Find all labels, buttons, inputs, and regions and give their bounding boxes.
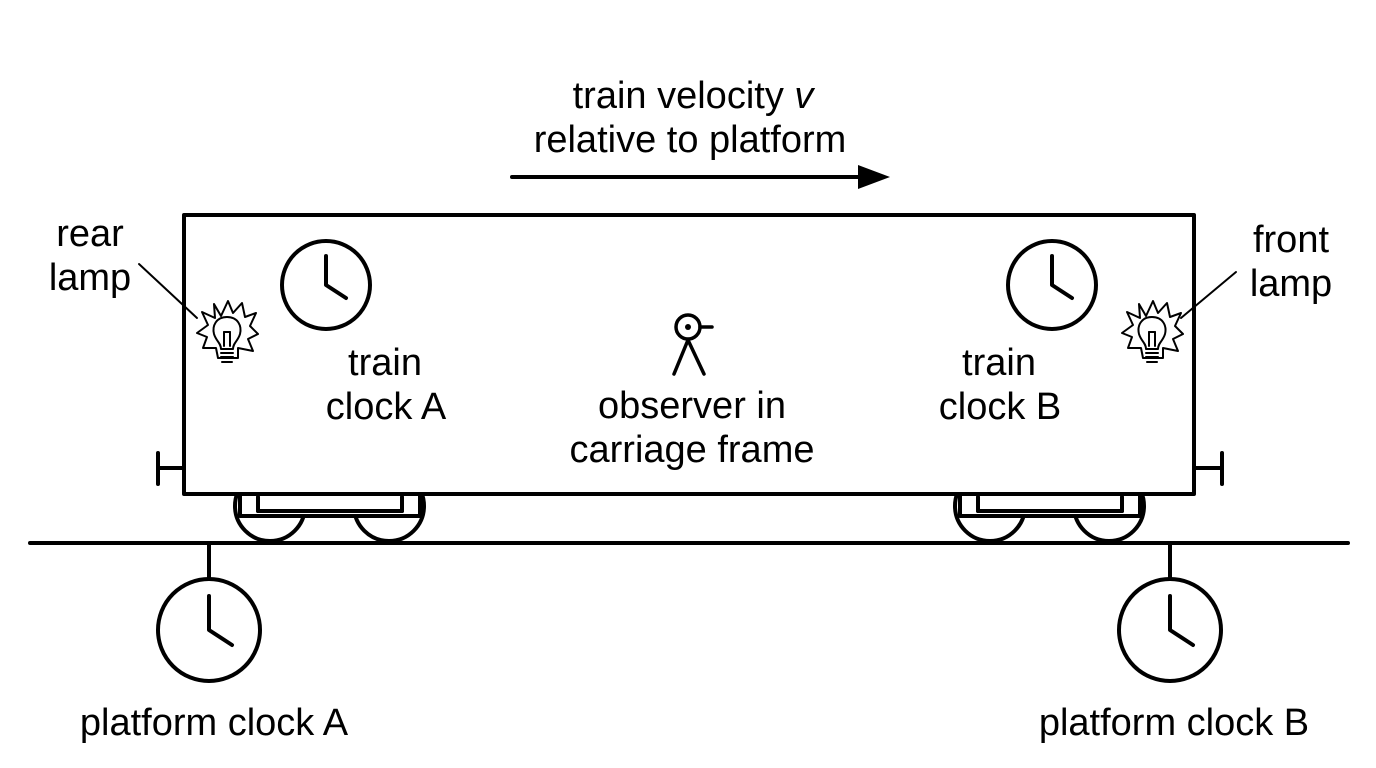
front-lamp-lightbulb-icon	[1121, 300, 1184, 363]
rear-lamp-leader-line	[138, 263, 198, 319]
train-clock-b-label-line1: train	[962, 342, 1036, 384]
velocity-label-line2: relative to platform	[534, 119, 847, 161]
front-coupler	[1192, 451, 1224, 486]
platform-clock-a-label: platform clock A	[80, 702, 349, 744]
front-lamp-leader-line	[1180, 271, 1237, 319]
rear-lamp-label-line2: lamp	[49, 257, 131, 299]
rear-lamp-label-line1: rear	[56, 213, 124, 255]
train-clock-b-label-line2: clock B	[939, 386, 1061, 428]
front-lamp-label-line2: lamp	[1250, 263, 1332, 305]
platform-clock-a-icon	[156, 577, 262, 683]
train-clock-a-label-line1: train	[348, 342, 422, 384]
platform-clock-b-label: platform clock B	[1039, 702, 1309, 744]
front-lamp-label-line1: front	[1253, 219, 1329, 261]
observer-label-line2: carriage frame	[570, 429, 815, 471]
observer-label-line1: observer in	[598, 385, 786, 427]
platform-clock-b-icon	[1117, 577, 1223, 683]
train-clock-b-icon	[1006, 239, 1098, 331]
rear-lamp-lightbulb-icon	[196, 300, 259, 363]
velocity-arrow-icon	[510, 165, 890, 189]
observer-icon	[672, 313, 714, 376]
train-carriage	[182, 213, 1196, 496]
rear-coupler	[156, 451, 186, 486]
train-clock-a-icon	[280, 239, 372, 331]
velocity-label-line1: train velocity v	[573, 75, 816, 117]
train-clock-a-label-line2: clock A	[326, 386, 447, 428]
